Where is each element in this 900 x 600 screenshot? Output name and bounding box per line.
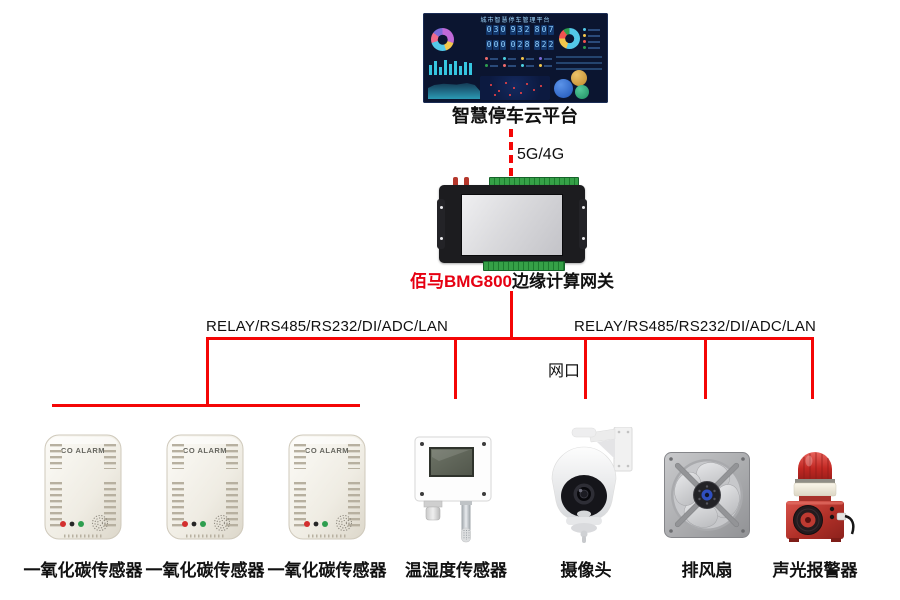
bus-right-label: RELAY/RS485/RS232/DI/ADC/LAN bbox=[574, 318, 817, 335]
dashboard-title: 城市智慧停车管理平台 bbox=[480, 18, 551, 24]
wan-link-label: 5G/4G bbox=[517, 146, 565, 163]
exhaust-fan-illustration bbox=[664, 452, 750, 538]
sound-light-alarm-illustration bbox=[786, 452, 855, 542]
dashboard-donut-chart bbox=[431, 28, 454, 51]
co-sensor-device-1: CO ALARM bbox=[42, 431, 124, 548]
cloud-platform-label: 智慧停车云平台 bbox=[452, 106, 578, 126]
wan-link-line bbox=[509, 129, 513, 179]
co-sensor-device-3: CO ALARM bbox=[286, 431, 368, 548]
bus-left-label: RELAY/RS485/RS232/DI/ADC/LAN bbox=[206, 318, 449, 335]
co-sensor-device-2: CO ALARM bbox=[164, 431, 246, 548]
gateway-drop-line bbox=[510, 291, 513, 338]
device-label-camera: 摄像头 bbox=[560, 561, 612, 580]
gateway-label: 佰马BMG800边缘计算网关 bbox=[342, 267, 682, 292]
temp-sensor-drop-line bbox=[454, 337, 457, 399]
fan-drop-line bbox=[704, 337, 707, 399]
lan-port-label: 网口 bbox=[547, 363, 580, 380]
dashboard-stat-circle-gold bbox=[571, 70, 587, 86]
camera-device bbox=[539, 426, 634, 552]
sound-light-alarm-device bbox=[775, 437, 855, 550]
dashboard-stat-circle-blue bbox=[554, 79, 573, 98]
co-sensor-illustration: CO ALARM bbox=[288, 434, 366, 540]
camera-drop-line bbox=[584, 337, 587, 399]
device-label-co-sensor-3: 一氧化碳传感器 bbox=[267, 561, 387, 580]
svg-text:CO ALARM: CO ALARM bbox=[61, 446, 105, 455]
co-sensor-illustration: CO ALARM bbox=[166, 434, 244, 540]
co-sensor-bus-line bbox=[52, 404, 360, 407]
device-label-exhaust-fan: 排风扇 bbox=[681, 561, 733, 580]
gateway-mounting-ear-left bbox=[437, 199, 445, 249]
svg-text:CO ALARM: CO ALARM bbox=[305, 446, 349, 455]
temp-humidity-sensor-device bbox=[409, 431, 504, 551]
gateway-terminal-bottom bbox=[483, 261, 565, 271]
dashboard-bar-chart bbox=[429, 57, 477, 75]
dashboard-status-grid bbox=[485, 57, 552, 67]
left-branch-line bbox=[206, 337, 209, 407]
camera-illustration bbox=[551, 426, 633, 543]
temp-humidity-sensor-illustration bbox=[414, 436, 492, 543]
exhaust-fan-device bbox=[663, 451, 751, 544]
gateway-screen bbox=[461, 194, 563, 256]
dashboard-stat-circle-green bbox=[575, 85, 589, 99]
dashboard-map bbox=[480, 76, 550, 100]
device-label-sound-light-alarm: 声光报警器 bbox=[772, 561, 858, 580]
alarm-drop-line bbox=[811, 337, 814, 399]
gateway-mounting-ear-right bbox=[579, 199, 587, 249]
gateway-antenna-connector bbox=[453, 177, 458, 186]
gateway-device bbox=[437, 175, 587, 271]
main-bus-line bbox=[206, 337, 814, 340]
dashboard-area-chart bbox=[428, 83, 480, 99]
device-label-co-sensor-1: 一氧化碳传感器 bbox=[23, 561, 143, 580]
dashboard-pie-chart bbox=[559, 28, 580, 49]
co-sensor-illustration: CO ALARM bbox=[44, 434, 122, 540]
device-label-co-sensor-2: 一氧化碳传感器 bbox=[145, 561, 265, 580]
svg-text:CO ALARM: CO ALARM bbox=[183, 446, 227, 455]
gateway-product-text: 边缘计算网关 bbox=[512, 272, 615, 291]
dashboard-pie-legend bbox=[583, 28, 600, 49]
device-label-temp-humidity-sensor: 温湿度传感器 bbox=[405, 561, 507, 580]
gateway-brand-text: 佰马BMG800 bbox=[409, 272, 513, 291]
gateway-antenna-connector bbox=[464, 177, 469, 186]
dashboard-list bbox=[556, 56, 602, 70]
